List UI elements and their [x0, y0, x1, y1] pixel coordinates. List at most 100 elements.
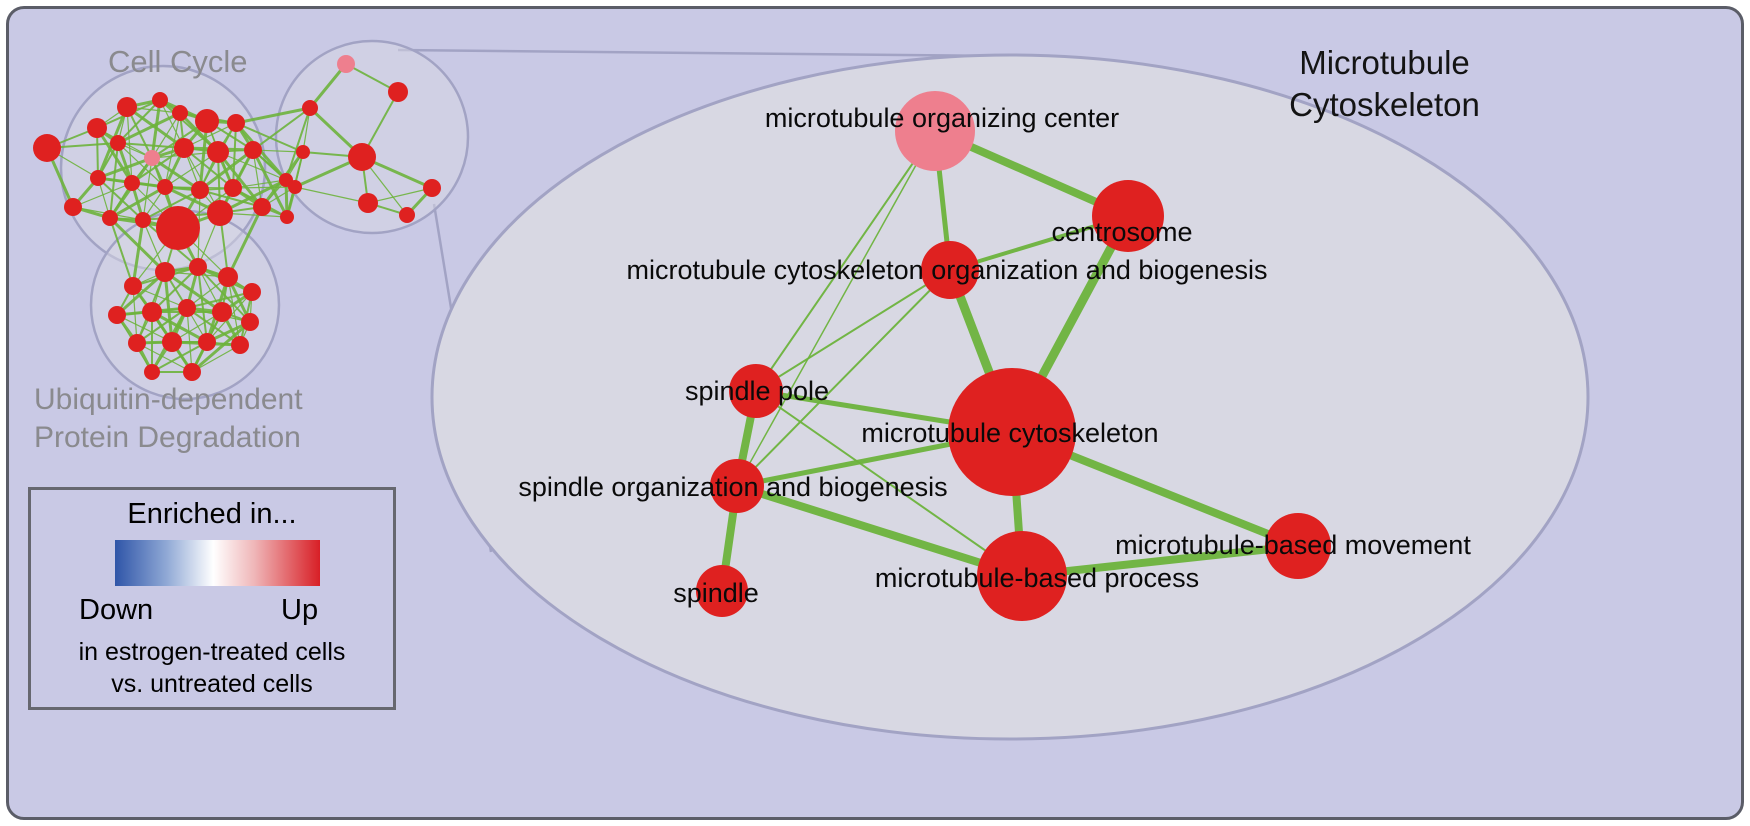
overview-node [128, 334, 146, 352]
overview-node [227, 114, 245, 132]
overview-edge [191, 344, 241, 373]
zoom-node-label-spindle_pole: spindle pole [685, 376, 829, 406]
network-graphic: microtubule organizing centercentrosomem… [33, 39, 1590, 741]
overview-edge [142, 157, 153, 221]
overview-edge [150, 99, 162, 159]
overview-node [195, 109, 219, 133]
zoom-node-orgbio [921, 241, 979, 299]
overview-edge [95, 127, 134, 184]
edge-spindle_pole-process [755, 390, 1023, 577]
overview-node [135, 212, 151, 228]
edge-moc-spindle_pole [755, 130, 936, 392]
zoom-connector-line [397, 48, 1006, 58]
edge-orgbio-spindle_org [736, 269, 951, 487]
overview-node [178, 299, 196, 317]
overview-node [174, 138, 194, 158]
overview-node [337, 55, 355, 73]
overview-node [218, 267, 238, 287]
overview-edge [199, 148, 254, 192]
ubiquitin-label-line1: Ubiquitin-dependent [34, 383, 303, 416]
overview-edge [217, 151, 287, 181]
overview-edge [115, 270, 167, 317]
zoom-node-spindle_org [710, 459, 764, 513]
zoom-node-label-process: microtubule-based process [875, 563, 1199, 593]
overview-node [302, 100, 318, 116]
overview-node [87, 118, 107, 138]
overview-node [207, 200, 233, 226]
overview-node [156, 206, 200, 250]
overview-edge [199, 189, 263, 208]
overview-edge [186, 307, 193, 373]
microtubule-cytoskeleton-title: Microtubule Cytoskeleton [1262, 42, 1507, 126]
overview-edge [367, 187, 433, 204]
overview-node [198, 333, 216, 351]
overview-edge [108, 216, 167, 274]
zoom-node-label-movement: microtubule-based movement [1115, 530, 1471, 560]
overview-node [212, 302, 232, 322]
overview-node [241, 313, 259, 331]
overview-node [117, 97, 137, 117]
overview-node [155, 262, 175, 282]
overview-node [231, 336, 249, 354]
overview-node [124, 175, 140, 191]
overview-edge [126, 106, 133, 184]
overview-edge [97, 177, 144, 221]
overview-edge [151, 112, 181, 159]
overview-node [243, 283, 261, 301]
overview-edge [216, 151, 264, 208]
overview-edge [131, 147, 185, 184]
overview-edge [191, 320, 251, 374]
overview-edge [109, 185, 166, 220]
overview-node [142, 302, 162, 322]
overview-node [172, 105, 188, 121]
overview-node [296, 145, 310, 159]
zoom-node-process [977, 531, 1067, 621]
overview-edge [72, 182, 133, 208]
zoom-node-label-spindle_org: spindle organization and biogenesis [518, 472, 947, 502]
overview-node [183, 363, 201, 381]
overview-node [124, 277, 142, 295]
overview-edge [131, 219, 145, 287]
legend-down-label: Down [79, 594, 154, 626]
overview-node [244, 141, 262, 159]
legend: Enriched in... Down Up in estrogen-treat… [28, 487, 396, 710]
legend-title: Enriched in... [127, 498, 297, 530]
overview-node [224, 179, 242, 197]
overview-edge [308, 63, 348, 109]
overview-edge [226, 206, 264, 278]
cell-cycle-cluster-label: Cell Cycle [108, 44, 248, 79]
overview-edge [251, 149, 289, 218]
overview-node [108, 306, 126, 324]
overview-edge [164, 270, 223, 314]
zoom-node-movement [1265, 513, 1331, 579]
overview-node [189, 258, 207, 276]
overview-node [399, 207, 415, 223]
overview-edge [183, 147, 234, 189]
zoom-node-mc [948, 368, 1076, 496]
ubiquitin-label-line2: Protein Degradation [34, 420, 301, 454]
legend-caption-line1: in estrogen-treated cells [78, 638, 346, 666]
zoom-node-spindle [696, 565, 748, 617]
zoom-node-label-spindle: spindle [673, 578, 759, 608]
overview-edge [136, 342, 193, 373]
overview-node [348, 143, 376, 171]
overview-node [33, 134, 61, 162]
overview-edge [232, 186, 296, 189]
overview-edge [186, 291, 253, 309]
overview-node [144, 150, 160, 166]
overview-node [102, 210, 118, 226]
ubiquitin-cluster-label: Ubiquitin-dependent Protein Degradation [34, 381, 303, 456]
zoom-node-label-mc: microtubule cytoskeleton [861, 418, 1158, 448]
overview-edge [235, 106, 311, 125]
edge-orgbio-spindle_pole [755, 269, 951, 392]
overview-node [207, 141, 229, 163]
zoom-node-label-moc: microtubule organizing center [765, 103, 1119, 133]
legend-caption-line2: vs. untreated cells [111, 670, 313, 698]
zoom-title-line1: Microtubule [1299, 44, 1470, 81]
overview-edge [164, 112, 181, 188]
overview-edge [142, 189, 201, 221]
overview-edge [117, 99, 161, 144]
overview-edge [136, 307, 188, 344]
overview-edge [285, 107, 311, 181]
